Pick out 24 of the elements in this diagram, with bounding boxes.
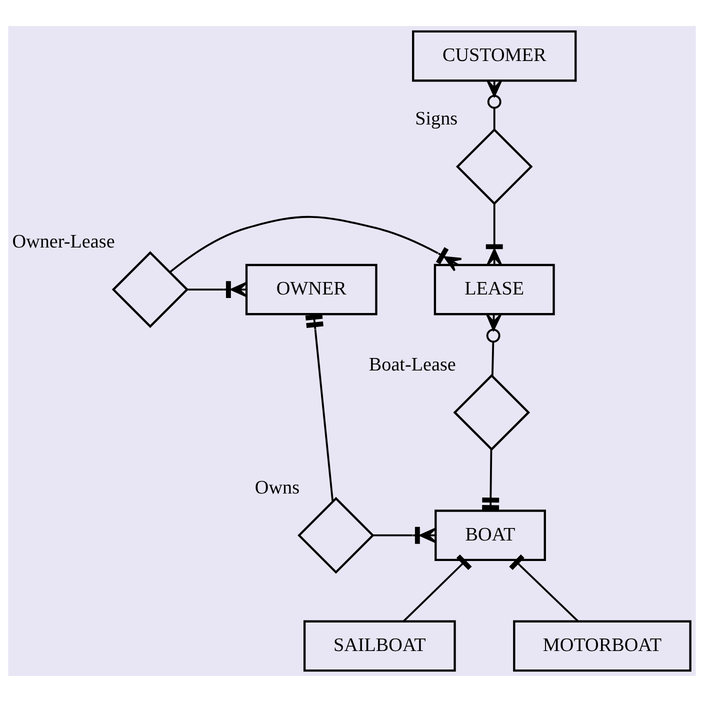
connector	[486, 80, 502, 130]
node-label: Signs	[415, 108, 458, 130]
connector	[509, 554, 579, 622]
connector	[486, 314, 502, 376]
connector	[169, 216, 462, 273]
connector	[486, 204, 503, 266]
node-label: Boat-Lease	[368, 354, 456, 376]
connector	[305, 314, 334, 502]
connector	[373, 526, 436, 544]
node-box: LEASE	[434, 264, 555, 316]
node-diamond	[112, 251, 189, 328]
node-diamond	[456, 128, 533, 206]
connector	[187, 281, 248, 298]
connector	[482, 449, 500, 511]
node-box: BOAT	[434, 510, 546, 562]
node-diamond	[298, 496, 374, 574]
node-box: CUSTOMER	[412, 30, 577, 82]
node-label: Owner-Lease	[12, 231, 115, 252]
node-diamond	[453, 374, 530, 451]
node-box: SAILBOAT	[303, 620, 456, 672]
connector	[402, 554, 472, 622]
node-box: MOTORBOAT	[513, 620, 692, 672]
node-label: Owns	[254, 477, 300, 498]
node-box: OWNER	[245, 264, 378, 316]
